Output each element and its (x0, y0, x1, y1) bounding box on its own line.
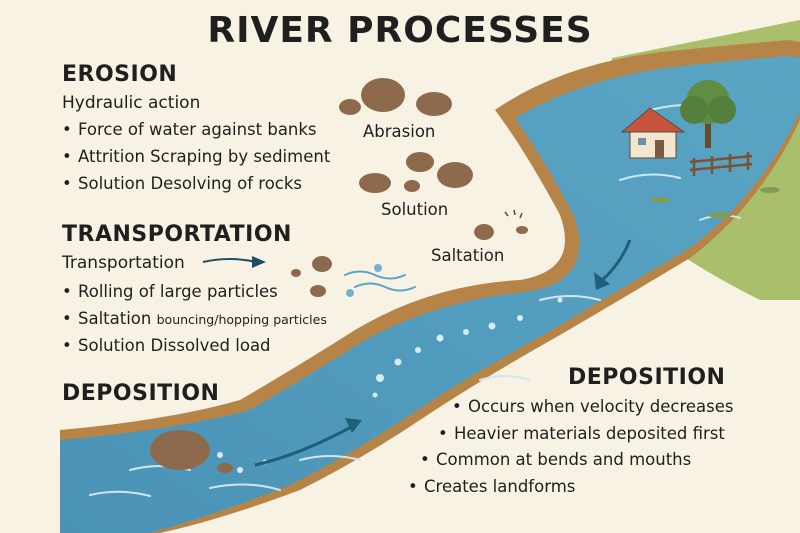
erosion-item-3-desc: Desolving of rocks (150, 174, 303, 193)
transport-waves (344, 270, 416, 292)
transportation-item-2-desc: bouncing/hopping particles (156, 312, 327, 327)
deposition-heading-left: DEPOSITION (62, 381, 220, 406)
erosion-item-2-desc: Scraping by sediment (150, 147, 331, 166)
transportation-item-3-term: Solution (78, 336, 146, 355)
river-water (60, 56, 800, 533)
deposition-item-2: •Heavier materials deposited first (438, 424, 725, 443)
transportation-item-3-desc: Dissolved load (150, 336, 271, 355)
transport-bubbles (346, 264, 382, 297)
transportation-item-1: •Rolling of large particles (62, 282, 278, 301)
transportation-subheading: Transportation (62, 253, 185, 273)
transport-pebbles (291, 256, 332, 297)
erosion-item-2-term: Attrition (78, 147, 145, 166)
deposition-item-2-text: Heavier materials deposited first (454, 424, 725, 443)
erosion-subheading: Hydraulic action (62, 93, 201, 113)
transportation-item-2: •Saltation bouncing/hopping particles (62, 309, 327, 328)
deposition-item-3: •Common at bends and mouths (420, 450, 692, 469)
transportation-item-1-desc: Rolling of large particles (78, 282, 278, 301)
transportation-heading: TRANSPORTATION (62, 222, 292, 247)
deposition-item-3-text: Common at bends and mouths (436, 450, 692, 469)
transportation-arrow-head (252, 256, 266, 268)
flow-arrow-lower (254, 423, 356, 467)
transportation-arrow (202, 258, 257, 263)
flow-arrow-upper-head (594, 272, 610, 290)
erosion-item-3-term: Solution (78, 174, 146, 193)
page-title: RIVER PROCESSES (207, 10, 593, 51)
pebble-in-river (217, 463, 233, 473)
deposition-heading-right: DEPOSITION (568, 365, 726, 390)
erosion-item-2: •Attrition Scraping by sediment (62, 147, 331, 166)
rock-in-river (150, 430, 210, 470)
transportation-item-3: •Solution Dissolved load (62, 336, 271, 355)
abrasion-rocks (339, 78, 452, 116)
tree (680, 80, 736, 148)
erosion-item-3: •Solution Desolving of rocks (62, 174, 303, 193)
deposition-item-4: •Creates landforms (408, 477, 576, 496)
transportation-item-2-term: Saltation (78, 309, 152, 328)
abrasion-label: Abrasion (363, 122, 436, 141)
saltation-rocks (474, 224, 528, 240)
water-ripples (89, 103, 741, 497)
grass-tufts (650, 187, 780, 218)
solution-rocks (359, 152, 473, 193)
flow-arrow-lower-head (345, 418, 362, 433)
erosion-heading: EROSION (62, 62, 178, 87)
deposition-item-1: •Occurs when velocity decreases (452, 397, 734, 416)
erosion-item-1: •Force of water against banks (62, 120, 317, 139)
erosion-item-1-desc: Force of water against banks (78, 120, 317, 139)
solution-label: Solution (381, 200, 449, 219)
saltation-label: Saltation (431, 246, 505, 265)
deposition-item-1-text: Occurs when velocity decreases (468, 397, 734, 416)
fence (689, 152, 753, 176)
farm-house (620, 107, 686, 159)
deposition-item-4-text: Creates landforms (424, 477, 576, 496)
saltation-motion-marks (504, 209, 523, 219)
